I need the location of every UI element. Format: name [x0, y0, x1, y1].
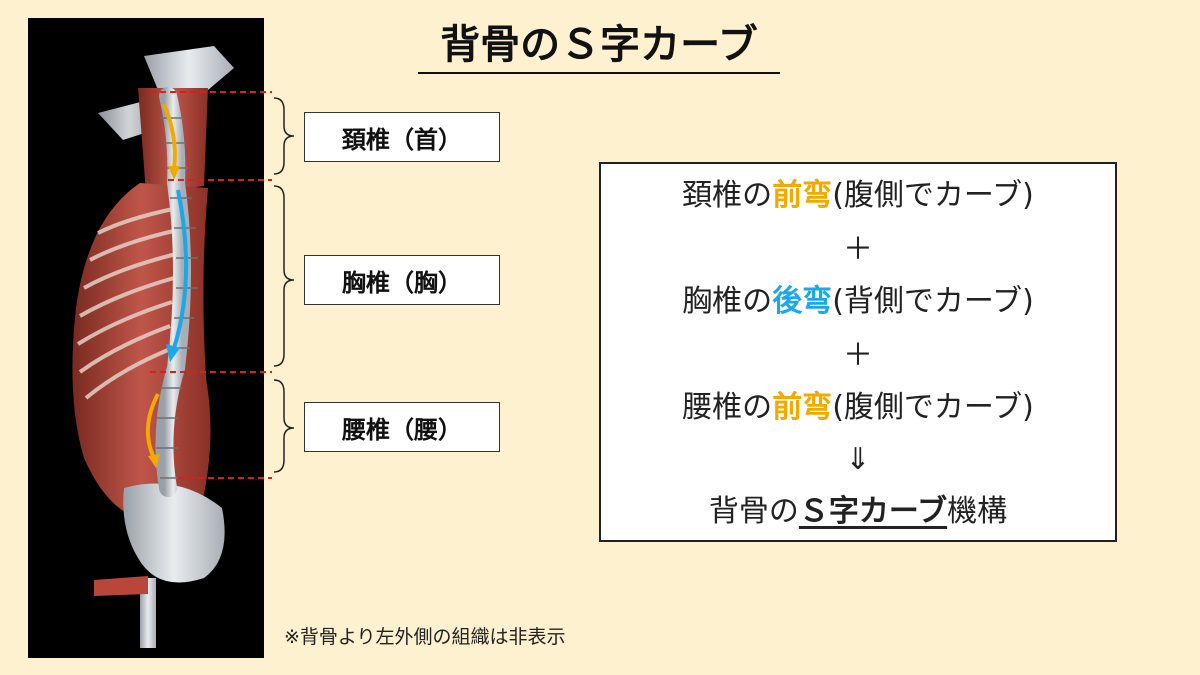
thoracic-kyphosis-arrow	[172, 189, 189, 349]
thoracic-bracket	[273, 185, 295, 367]
lumbar-arrowhead-icon	[148, 454, 160, 468]
summary-conclusion-row: 背骨のＳ字カーブ機構	[601, 492, 1115, 532]
region-guide-lines	[150, 91, 272, 479]
thigh-muscle-shape	[94, 576, 148, 596]
region-text: 腰椎の	[682, 390, 773, 425]
plus-sign: ＋	[843, 338, 873, 373]
lumbar-label: 腰椎（腰）	[304, 402, 500, 452]
footnote: ※背骨より左外側の組織は非表示	[284, 626, 566, 648]
rib-cage-shape	[76, 206, 179, 400]
femur-shape	[140, 578, 156, 648]
plus-sign: ＋	[843, 232, 873, 267]
down-arrow-icon: ⇓	[845, 442, 871, 477]
region-text: 胸椎の	[682, 284, 773, 319]
conclusion-prefix: 背骨の	[708, 494, 799, 529]
pelvis-shape	[123, 483, 225, 583]
lordosis-text: 前弯	[772, 178, 833, 213]
skull-base-shape	[144, 46, 234, 90]
curve-detail-text: (腹側でカーブ)	[832, 390, 1034, 425]
region-text: 頚椎の	[682, 178, 773, 213]
spine-anatomy-image	[28, 18, 264, 658]
lordosis-text: 前弯	[772, 390, 833, 425]
kyphosis-text: 後弯	[772, 284, 833, 319]
summary-lumbar-row: 腰椎の前弯(腹側でカーブ)	[601, 388, 1115, 428]
curve-detail-text: (背側でカーブ)	[832, 284, 1034, 319]
curve-detail-text: (腹側でカーブ)	[832, 178, 1034, 213]
anatomy-illustration	[72, 46, 234, 648]
lumbar-lordosis-arrow	[145, 393, 160, 459]
summary-box: 頚椎の前弯(腹側でカーブ) ＋ 胸椎の後弯(背側でカーブ) ＋ 腰椎の前弯(腹側…	[599, 162, 1117, 542]
cervical-lordosis-arrow	[162, 103, 177, 169]
s-curve-highlight: Ｓ字カーブ	[798, 494, 948, 529]
summary-cervical-row: 頚椎の前弯(腹側でカーブ)	[601, 176, 1115, 216]
thoracic-arrowhead-icon	[166, 344, 180, 362]
cervical-bracket	[273, 97, 295, 175]
cervical-label: 頚椎（首）	[304, 112, 500, 162]
conclusion-suffix: 機構	[947, 494, 1008, 529]
thoracic-label: 胸椎（胸）	[304, 255, 500, 305]
summary-thoracic-row: 胸椎の後弯(背側でカーブ)	[601, 282, 1115, 322]
cervical-arrowhead-icon	[168, 166, 180, 180]
lumbar-bracket	[273, 379, 295, 473]
page-title: 背骨のＳ字カーブ	[418, 18, 780, 74]
